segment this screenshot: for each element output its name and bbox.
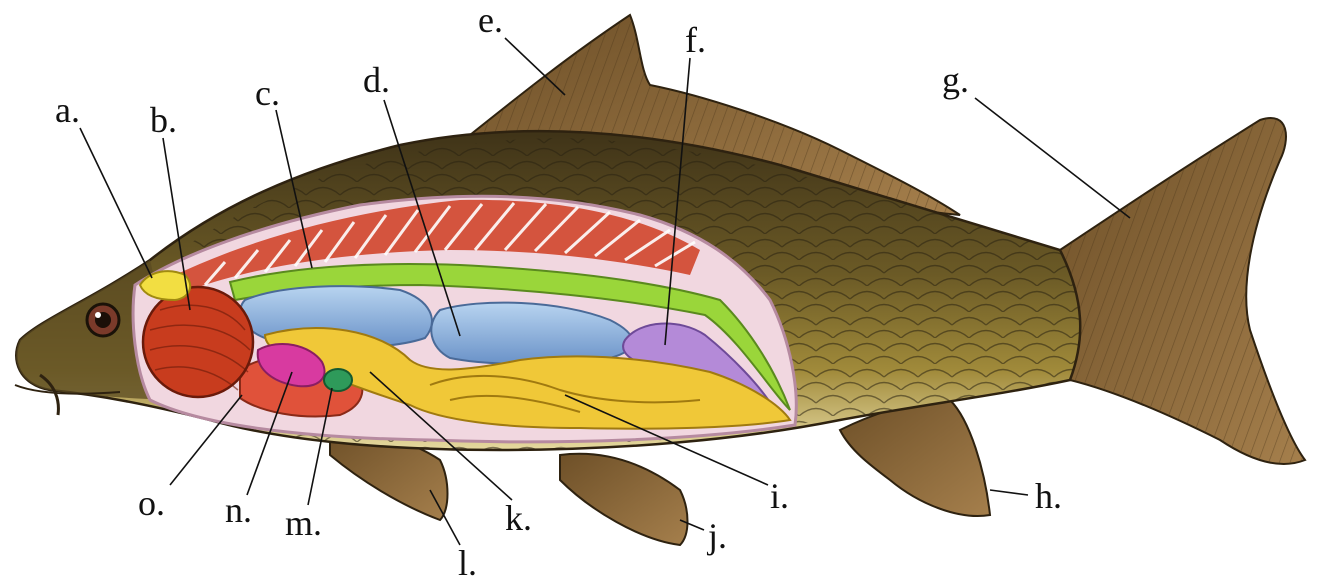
label-j: j.	[706, 516, 727, 556]
label-d: d.	[363, 60, 390, 100]
leader-a	[80, 128, 152, 278]
label-e: e.	[478, 0, 503, 40]
leader-g	[975, 98, 1130, 218]
label-i: i.	[770, 476, 789, 516]
label-f: f.	[685, 20, 706, 60]
anal-fin	[840, 400, 990, 516]
label-a: a.	[55, 90, 80, 130]
label-g: g.	[942, 60, 969, 100]
label-k: k.	[505, 498, 532, 538]
label-o: o.	[138, 483, 165, 523]
leader-h	[990, 490, 1028, 495]
label-l: l.	[458, 543, 477, 581]
label-n: n.	[225, 490, 252, 530]
label-m: m.	[285, 503, 322, 543]
label-b: b.	[150, 100, 177, 140]
pelvic-fin	[560, 454, 688, 545]
label-c: c.	[255, 73, 280, 113]
label-h: h.	[1035, 476, 1062, 516]
heart	[143, 287, 253, 397]
gall-bladder	[324, 369, 352, 391]
